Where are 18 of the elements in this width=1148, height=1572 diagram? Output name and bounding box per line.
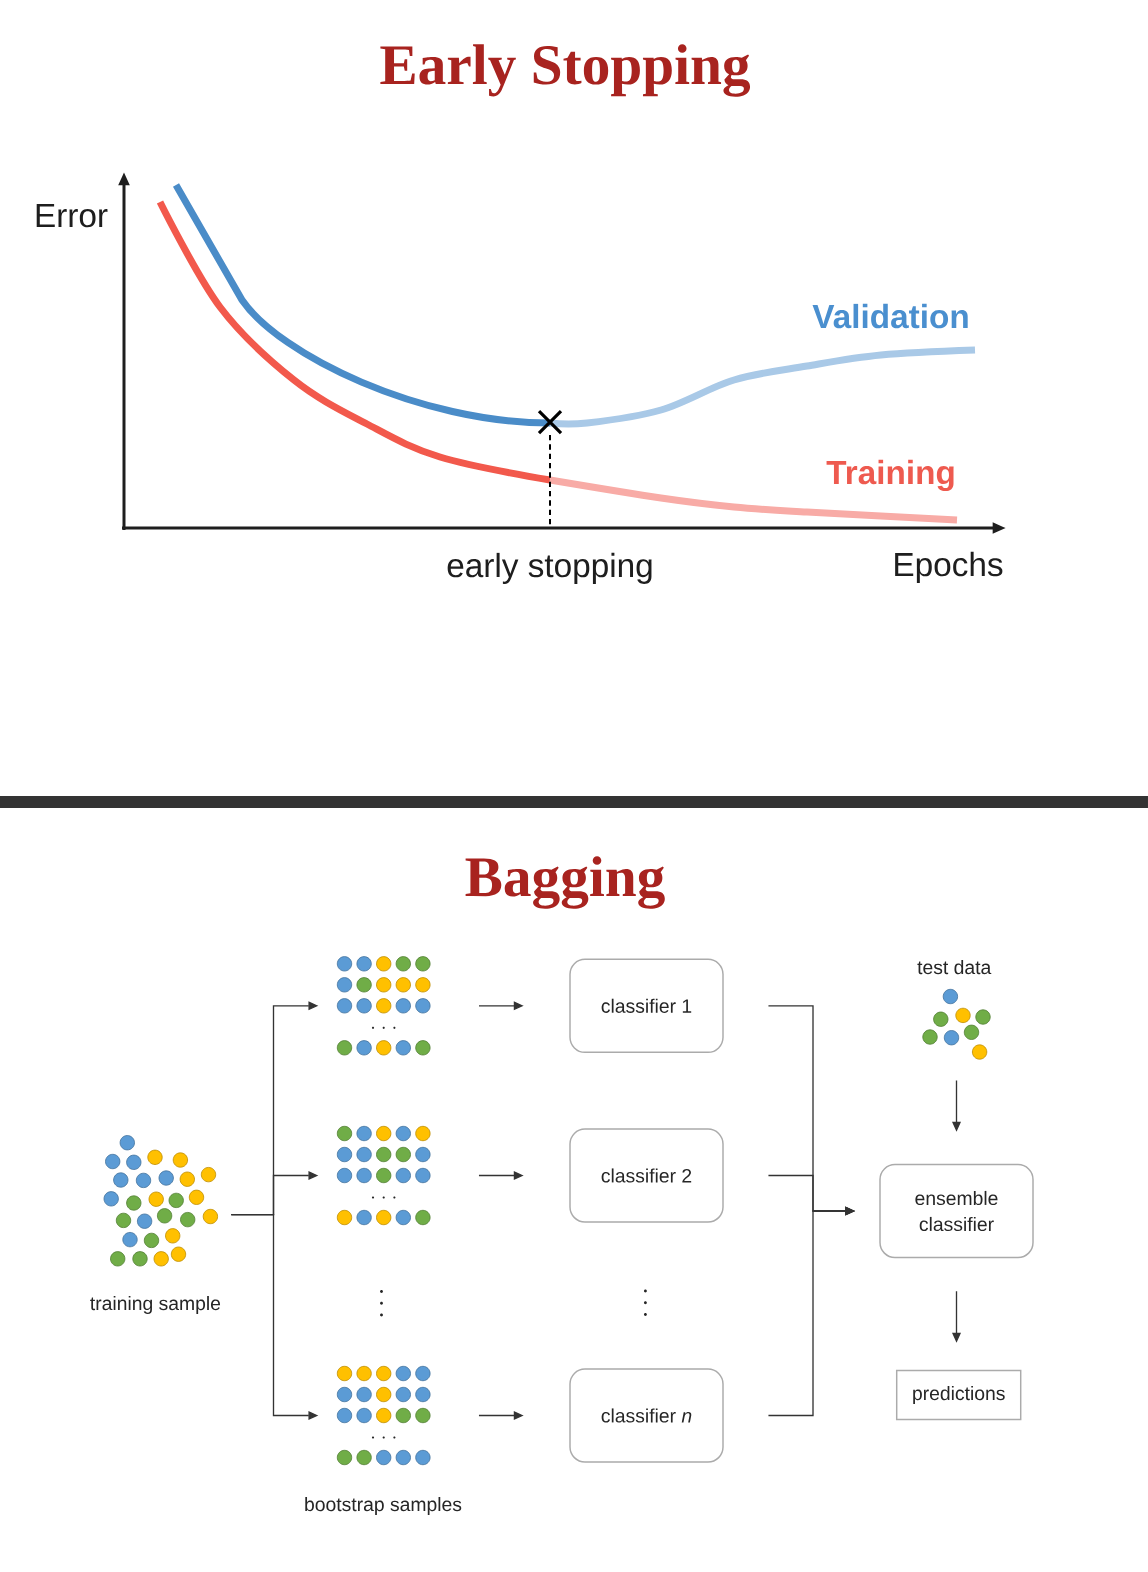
dot-grid bbox=[336, 1125, 431, 1226]
title: Early Stopping bbox=[380, 44, 750, 97]
text-box: predictions bbox=[895, 1369, 1022, 1421]
curve-label: Training bbox=[826, 459, 954, 492]
node-label: training sample bbox=[90, 1296, 221, 1315]
rounded-box: classifier n bbox=[569, 1368, 724, 1463]
axis-label: Epochs bbox=[895, 551, 1003, 583]
axis-label: Error bbox=[36, 204, 108, 228]
node-label: test data bbox=[917, 960, 992, 975]
heading: Bagging bbox=[465, 856, 665, 909]
rounded-box: classifier 2 bbox=[569, 1128, 724, 1223]
dot-grid bbox=[336, 1365, 431, 1466]
dot-grid bbox=[336, 956, 431, 1056]
caption: bootstrap samples bbox=[305, 1497, 462, 1516]
rounded-box: classifier 1 bbox=[569, 958, 724, 1054]
rounded-box: ensemble classifier bbox=[879, 1163, 1034, 1259]
axis-label: early stopping bbox=[447, 552, 652, 584]
curve-label: Validation bbox=[812, 303, 968, 329]
